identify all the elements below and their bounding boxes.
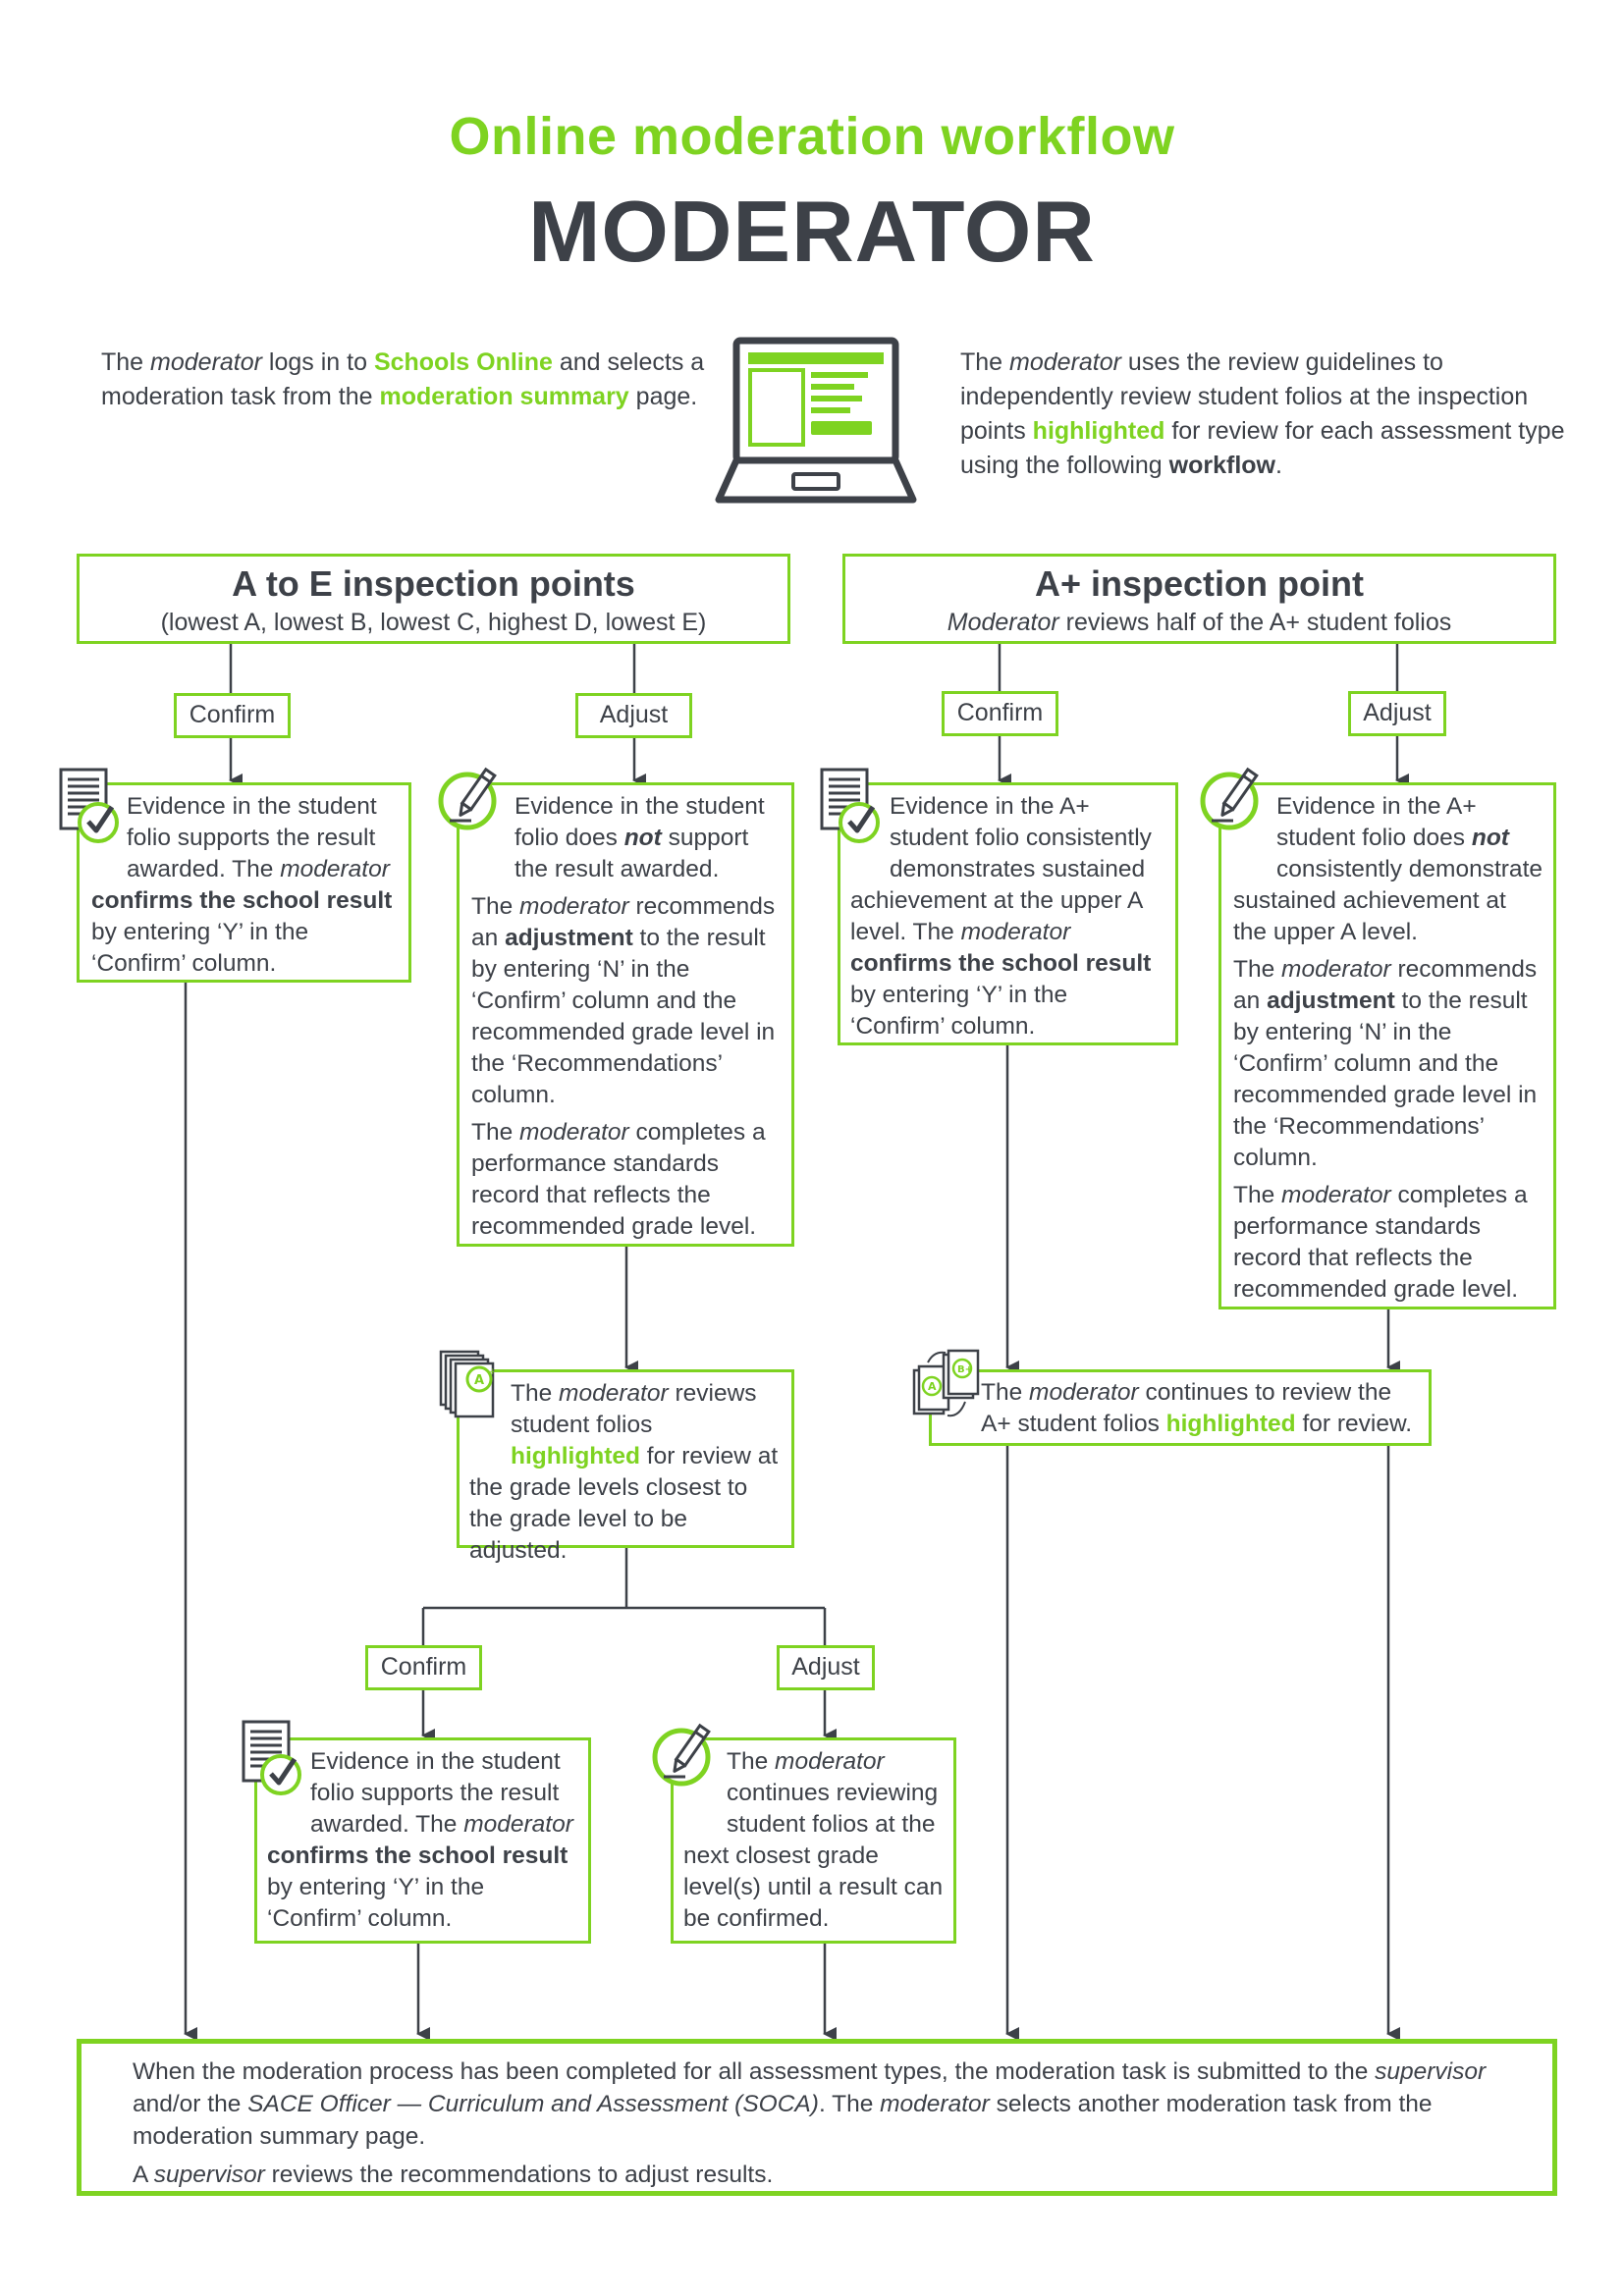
- a-to-e-confirm-label: Confirm: [174, 693, 291, 738]
- a-plus-subtitle: Moderator reviews half of the A+ student…: [947, 609, 1452, 636]
- pencil-edit-icon: [1200, 767, 1259, 830]
- page-subtitle: MODERATOR: [528, 183, 1096, 280]
- a-plus-confirm-box: Evidence in the A+ student folio consist…: [838, 782, 1178, 1045]
- a-to-e-confirm2-text: Evidence in the student folio supports t…: [267, 1748, 573, 1932]
- a-to-e-confirm-box: Evidence in the student folio supports t…: [77, 782, 411, 983]
- a-to-e-confirm2-box: Evidence in the student folio supports t…: [254, 1737, 591, 1944]
- a-plus-continue-text: The moderator continues to review the A+…: [981, 1379, 1413, 1437]
- pencil-edit-icon: [652, 1723, 711, 1787]
- pencil-edit-icon: [438, 767, 497, 830]
- laptop-icon: [715, 337, 917, 504]
- a-plus-confirm-text: Evidence in the A+ student folio consist…: [850, 793, 1152, 1040]
- a-plus-continue-box: The moderator continues to review the A+…: [929, 1369, 1432, 1446]
- intro-right-text: The moderator uses the review guidelines…: [960, 348, 1565, 479]
- page-title: Online moderation workflow: [449, 107, 1175, 166]
- document-check-icon: [820, 768, 880, 843]
- a-plus-confirm-label: Confirm: [942, 691, 1058, 736]
- a-plus-header: A+ inspection point Moderator reviews ha…: [842, 554, 1556, 644]
- folio-stack-icon: A +: [439, 1350, 497, 1418]
- a-to-e-adjust2-label: Adjust: [777, 1645, 875, 1690]
- a-to-e-review-text: The moderator reviews student folios hig…: [469, 1380, 779, 1564]
- a-to-e-adjust2-text: The moderator continues reviewing studen…: [683, 1748, 944, 1932]
- a-plus-adjust-box: Evidence in the A+ student folio does no…: [1218, 782, 1556, 1309]
- a-to-e-adjust2-box: The moderator continues reviewing studen…: [671, 1737, 956, 1944]
- svg-text:A: A: [928, 1380, 937, 1393]
- folio-review-cycle-icon: A B+: [912, 1349, 980, 1417]
- footer-text: When the moderation process has been com…: [133, 2058, 1487, 2188]
- svg-text:+: +: [489, 1367, 497, 1377]
- a-plus-adjust-label: Adjust: [1348, 691, 1446, 736]
- a-to-e-subtitle: (lowest A, lowest B, lowest C, highest D…: [160, 609, 707, 636]
- a-plus-adjust-text: Evidence in the A+ student folio does no…: [1233, 793, 1543, 1303]
- svg-text:B+: B+: [957, 1364, 973, 1375]
- a-to-e-review-box: The moderator reviews student folios hig…: [457, 1369, 794, 1564]
- a-to-e-confirm-text: Evidence in the student folio supports t…: [91, 793, 393, 977]
- a-to-e-adjust-box: Evidence in the student folio does not s…: [457, 782, 794, 1247]
- a-to-e-confirm2-label: Confirm: [365, 1645, 482, 1690]
- footer-box: When the moderation process has been com…: [77, 2039, 1557, 2196]
- svg-text:A: A: [474, 1373, 484, 1388]
- document-check-icon: [242, 1720, 301, 1795]
- a-to-e-title: A to E inspection points: [232, 563, 635, 604]
- a-to-e-header: A to E inspection points (lowest A, lowe…: [77, 554, 790, 644]
- a-to-e-adjust-label: Adjust: [575, 693, 692, 738]
- intro-left-text: The moderator logs in to Schools Online …: [101, 348, 705, 410]
- document-check-icon: [59, 768, 119, 843]
- a-to-e-adjust-text: Evidence in the student folio does not s…: [471, 793, 776, 1240]
- a-plus-title: A+ inspection point: [1034, 563, 1364, 604]
